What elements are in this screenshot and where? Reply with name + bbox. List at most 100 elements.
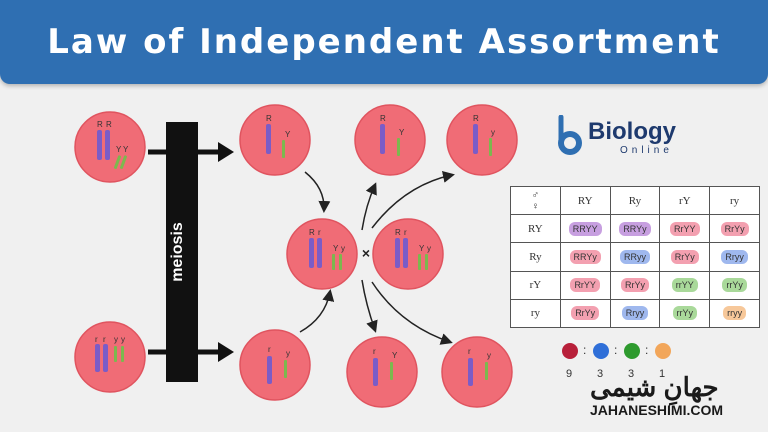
female-symbol: ♀ xyxy=(531,200,540,212)
svg-text:y: y xyxy=(286,349,290,358)
ratio-dot-blue xyxy=(593,343,609,359)
punnett-col-header: ry xyxy=(709,185,760,216)
svg-text:r: r xyxy=(468,347,471,356)
punnett-row: RY RRYY RRYy RrYY RrYy xyxy=(510,214,760,244)
arrow-out-1 xyxy=(361,182,377,231)
svg-text:R: R xyxy=(473,114,479,123)
ratio-dot-orange xyxy=(655,343,671,359)
logo-sub: Online xyxy=(620,145,673,156)
ratio-separator: : xyxy=(645,343,649,357)
f1-cell-left: R r Y y xyxy=(286,218,358,290)
ratio-value: 1 xyxy=(659,368,666,380)
svg-text:y: y xyxy=(427,244,431,253)
page-title: Law of Independent Assortment xyxy=(47,22,721,62)
svg-text:R: R xyxy=(309,228,315,237)
punnett-cell: RrYY xyxy=(659,214,711,244)
svg-text:Y: Y xyxy=(392,351,398,360)
punnett-cell: RrYy xyxy=(659,242,711,272)
ratio-separator: : xyxy=(583,343,587,357)
punnett-row-header: rY xyxy=(510,270,561,300)
punnett-cell: RrYy xyxy=(709,214,760,244)
punnett-cell: RRYY xyxy=(559,214,611,244)
punnett-cell: RrYy xyxy=(609,270,661,300)
punnett-row: Ry RRYy RRyy RrYy Rryy xyxy=(510,242,760,272)
svg-text:r: r xyxy=(268,345,271,354)
svg-text:r: r xyxy=(103,335,106,344)
output-cell-3: r Y xyxy=(346,336,418,408)
svg-text:Y: Y xyxy=(116,145,122,154)
punnett-row-header: RY xyxy=(510,214,561,244)
arrow-to-f1-bottom xyxy=(299,289,335,333)
svg-text:Y: Y xyxy=(285,130,291,139)
arrow-out-2 xyxy=(371,171,455,229)
meiosis-label: meiosis xyxy=(169,222,186,282)
svg-text:r: r xyxy=(318,228,321,237)
ratio-dot-green xyxy=(624,343,640,359)
svg-text:r: r xyxy=(404,228,407,237)
gamete-cell-bottom: r y xyxy=(239,329,311,401)
ratio-dot-red xyxy=(562,343,578,359)
punnett-col-header: rY xyxy=(659,185,711,216)
svg-text:y: y xyxy=(491,128,495,137)
svg-text:R: R xyxy=(97,120,103,129)
punnett-cell: RrYy xyxy=(559,298,611,329)
svg-text:y: y xyxy=(121,335,125,344)
watermark-domain: JAHANESHIMI.COM xyxy=(590,402,724,418)
punnett-cell: rrYy xyxy=(659,298,711,329)
svg-text:R: R xyxy=(266,114,272,123)
punnett-cell: RrYY xyxy=(559,270,611,300)
output-cell-1: R Y xyxy=(354,104,426,176)
punnett-square: ♂ ♀ RY Ry rY ry RY RRYY RRYy RrYY RrYy R… xyxy=(510,185,760,329)
output-cell-2: R y xyxy=(446,104,518,176)
punnett-cell: Rryy xyxy=(609,298,661,329)
punnett-cell: rrYy xyxy=(709,270,760,300)
svg-text:y: y xyxy=(114,335,118,344)
male-symbol: ♂ xyxy=(531,189,540,201)
arrow-parent-top xyxy=(148,142,234,162)
svg-text:r: r xyxy=(95,335,98,344)
arrow-out-4 xyxy=(371,281,453,345)
punnett-col-header: Ry xyxy=(609,185,661,216)
logo-name: Biology xyxy=(588,118,676,145)
punnett-row-header: Ry xyxy=(510,242,561,272)
punnett-col-header: RY xyxy=(559,185,611,216)
svg-text:y: y xyxy=(341,244,345,253)
biology-online-logo-icon xyxy=(558,115,582,155)
svg-text:y: y xyxy=(487,351,491,360)
output-cell-4: r y xyxy=(441,336,513,408)
punnett-row: ry RrYy Rryy rrYy rryy xyxy=(510,298,760,329)
svg-text:R: R xyxy=(380,114,386,123)
punnett-header-row: ♂ ♀ RY Ry rY ry xyxy=(510,185,760,216)
meiosis-bar xyxy=(166,122,198,382)
svg-text:r: r xyxy=(373,347,376,356)
parent-cell-top: R R Y Y xyxy=(74,111,146,183)
cross-symbol: × xyxy=(362,245,370,261)
punnett-cell: RRYy xyxy=(609,214,661,244)
svg-text:Y: Y xyxy=(333,244,339,253)
punnett-row-header: ry xyxy=(510,298,561,329)
arrow-parent-bottom xyxy=(148,342,234,362)
arrow-out-3 xyxy=(361,279,378,333)
parent-cell-bottom: r r y y xyxy=(74,321,146,393)
punnett-cell: RRYy xyxy=(559,242,611,272)
svg-text:R: R xyxy=(106,120,112,129)
title-banner xyxy=(0,0,768,84)
punnett-row: rY RrYY RrYy rrYY rrYy xyxy=(510,270,760,300)
punnett-cell: RRyy xyxy=(609,242,661,272)
punnett-cell: rryy xyxy=(709,298,760,329)
ratio-separator: : xyxy=(614,343,618,357)
gamete-cell-top: R Y xyxy=(239,104,311,176)
watermark-arabic: جهانِ شیمی xyxy=(590,372,719,402)
svg-text:Y: Y xyxy=(399,128,405,137)
ratio-value: 3 xyxy=(628,368,635,380)
ratio-value: 3 xyxy=(597,368,604,380)
punnett-cell: rrYY xyxy=(659,270,711,300)
svg-text:Y: Y xyxy=(419,244,425,253)
svg-text:Y: Y xyxy=(123,145,129,154)
svg-text:R: R xyxy=(395,228,401,237)
arrow-to-f1-top xyxy=(304,171,331,213)
ratio-value: 9 xyxy=(566,368,573,380)
punnett-cell: Rryy xyxy=(709,242,760,272)
punnett-corner: ♂ ♀ xyxy=(510,185,561,216)
